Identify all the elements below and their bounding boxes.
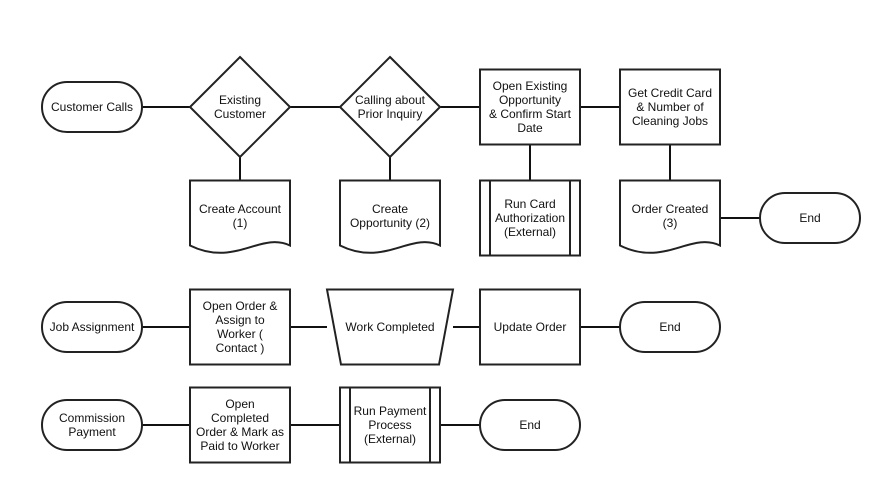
node-label-line: Opportunity (2) [350, 216, 430, 230]
node-work-completed: Work Completed [325, 288, 455, 366]
node-label-line: & Number of [636, 100, 704, 114]
process-shape [479, 288, 581, 366]
node-job-assignment: Job Assignment [41, 301, 143, 353]
node-label-line: Customer Calls [51, 100, 133, 114]
node-label-line: Update Order [494, 320, 567, 334]
node-end-2: End [619, 301, 721, 353]
node-create-account: Create Account(1) [189, 179, 291, 254]
node-label-line: End [659, 320, 680, 334]
node-label-line: (External) [504, 225, 556, 239]
node-label-line: Open Existing [493, 79, 568, 93]
node-label-line: End [799, 211, 820, 225]
node-label-line: Prior Inquiry [358, 107, 423, 121]
node-label-line: Date [517, 121, 543, 135]
node-label-line: Contact ) [216, 341, 265, 355]
node-label-line: Cleaning Jobs [632, 114, 708, 128]
node-label-line: Order & Mark as [196, 425, 284, 439]
node-label-line: Open Order & [203, 299, 278, 313]
terminator-shape [479, 399, 581, 451]
decision-shape [188, 55, 292, 159]
process-shape [189, 386, 291, 464]
node-label-line: Run Card [504, 197, 555, 211]
process-shape [189, 288, 291, 366]
node-order-created: Order Created(3) [619, 179, 721, 254]
node-label-line: & Confirm Start [489, 107, 572, 121]
terminator-shape [619, 301, 721, 353]
node-label-line: Commission [59, 411, 125, 425]
node-label-line: (External) [364, 432, 416, 446]
node-end-1: End [759, 192, 861, 244]
decision-shape [338, 55, 442, 159]
node-label-line: (3) [663, 216, 678, 230]
node-label-line: End [519, 418, 540, 432]
connectors-layer [142, 106, 760, 426]
predefined-process-shape [339, 386, 441, 464]
node-label-line: Completed [211, 411, 269, 425]
node-label-line: (1) [233, 216, 248, 230]
node-label-line: Authorization [495, 211, 565, 225]
node-label-line: Work Completed [345, 320, 434, 334]
process-shape [479, 68, 581, 146]
terminator-shape [41, 301, 143, 353]
document-shape [619, 179, 721, 254]
node-label-line: Create [372, 202, 408, 216]
node-label-line: Run Payment [354, 404, 427, 418]
node-label-line: Existing [219, 93, 261, 107]
terminator-shape [41, 399, 143, 451]
node-label-line: Order Created [632, 202, 709, 216]
node-update-order: Update Order [479, 288, 581, 366]
manual-operation-shape [325, 288, 455, 366]
node-label-line: Worker ( [217, 327, 263, 341]
document-shape [189, 179, 291, 254]
node-label-line: Paid to Worker [200, 439, 279, 453]
process-shape [619, 68, 721, 146]
node-label-line: Payment [68, 425, 116, 439]
node-label-line: Assign to [215, 313, 265, 327]
node-label-line: Create Account [199, 202, 282, 216]
node-customer-calls: Customer Calls [41, 81, 143, 133]
document-shape [339, 179, 441, 254]
node-label-line: Process [368, 418, 411, 432]
terminator-shape [41, 81, 143, 133]
node-end-3: End [479, 399, 581, 451]
terminator-shape [759, 192, 861, 244]
node-label-line: Calling about [355, 93, 426, 107]
node-label-line: Opportunity [499, 93, 561, 107]
node-label-line: Open [225, 397, 254, 411]
node-label-line: Get Credit Card [628, 86, 712, 100]
predefined-process-shape [479, 179, 581, 257]
node-label-line: Customer [214, 107, 266, 121]
node-label-line: Job Assignment [50, 320, 135, 334]
